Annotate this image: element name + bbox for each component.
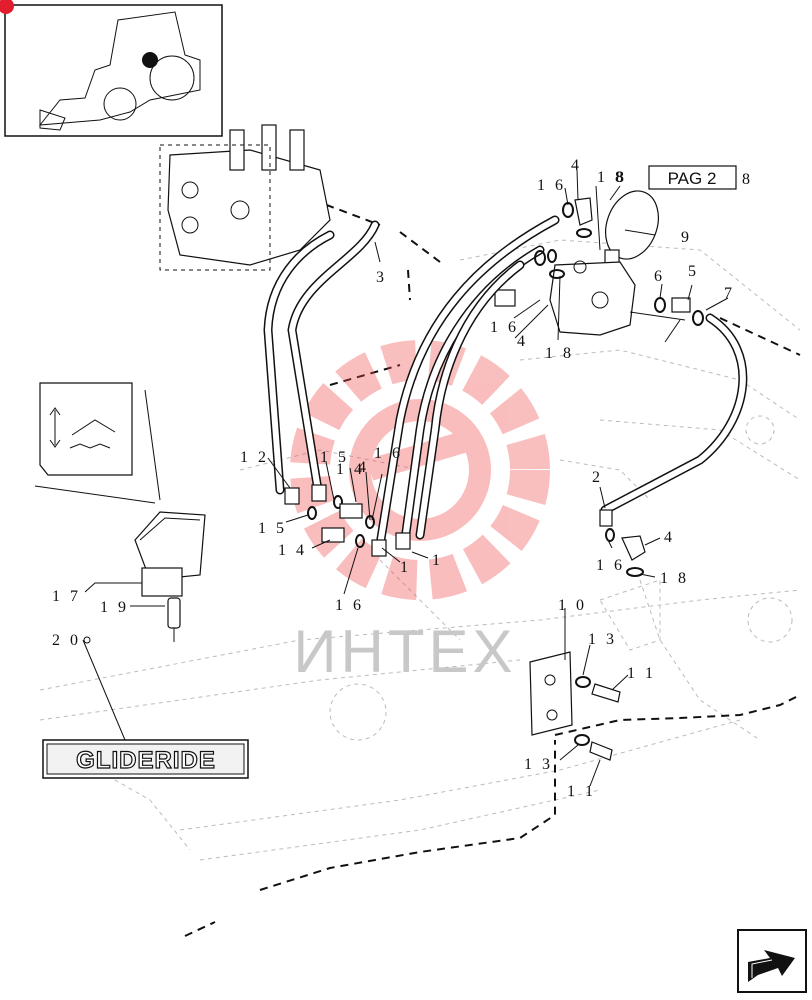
page-reference-number: 8 [742, 171, 753, 188]
next-page-arrow-icon[interactable] [737, 929, 807, 993]
callout-3: 3 [376, 269, 387, 286]
callout-2: 2 [592, 469, 603, 486]
control-valve-assembly [159, 124, 331, 271]
callout-16a: 1 6 [537, 177, 566, 194]
accumulator [604, 190, 659, 265]
callout-13a: 1 3 [588, 631, 617, 648]
callout-16e: 1 6 [596, 557, 625, 574]
callout-12: 1 2 [240, 449, 269, 466]
callout-13b: 1 3 [524, 756, 553, 773]
callout-4c: 4 [358, 459, 369, 476]
callout-19: 1 9 [100, 599, 129, 616]
callout-1b: 1 [400, 559, 411, 576]
mounting-bracket [529, 651, 573, 736]
gliderride-decal [42, 739, 249, 779]
callout-14a: 1 4 [278, 542, 307, 559]
fittings-and-seals [284, 197, 704, 577]
rocker-switch [134, 511, 206, 597]
machine-reference-thumbnail [0, 0, 223, 137]
switch-detail-callout [34, 382, 161, 504]
callout-4a: 4 [571, 157, 582, 174]
callout-18c: 1 8 [660, 570, 689, 587]
leader-lines [82, 169, 729, 787]
page-reference-box[interactable] [648, 165, 737, 190]
page-reference-label[interactable]: PAG 2 [668, 169, 717, 188]
callout-16d: 1 6 [335, 597, 364, 614]
callout-16b: 1 6 [490, 319, 519, 336]
callout-15a: 1 5 [258, 520, 287, 537]
callout-17: 1 7 [52, 588, 81, 605]
callout-10: 1 0 [558, 597, 587, 614]
hydraulic-hoses [263, 215, 748, 550]
callout-numbers: 1 1 2 3 4 4 4 4 5 6 7 8 9 1 0 1 1 1 1 1 … [52, 157, 735, 800]
watermark-text: ИНТЕХ [293, 618, 516, 685]
callout-11b: 1 1 [567, 783, 596, 800]
callout-4d: 4 [664, 529, 675, 546]
callout-11a: 1 1 [627, 665, 656, 682]
callout-18a: 1 8 [597, 169, 626, 186]
callout-18b: 1 8 [545, 345, 574, 362]
callout-4b: 4 [517, 333, 528, 350]
indicator-bulb [167, 597, 181, 642]
callout-5: 5 [688, 263, 699, 280]
callout-6: 6 [654, 268, 665, 285]
bolts-and-washers [574, 676, 621, 761]
callout-9: 9 [681, 229, 692, 246]
callout-20: 2 0 [52, 632, 81, 649]
callout-16c: 1 6 [374, 445, 403, 462]
callout-14b: 1 4 [336, 461, 365, 478]
distribution-block [494, 260, 636, 336]
callout-15b: 1 5 [320, 449, 349, 466]
callout-1a: 1 [432, 552, 443, 569]
decal-text: GLIDERIDE [76, 747, 216, 774]
callout-7: 7 [724, 285, 735, 302]
callout-8: 8 [616, 169, 627, 186]
